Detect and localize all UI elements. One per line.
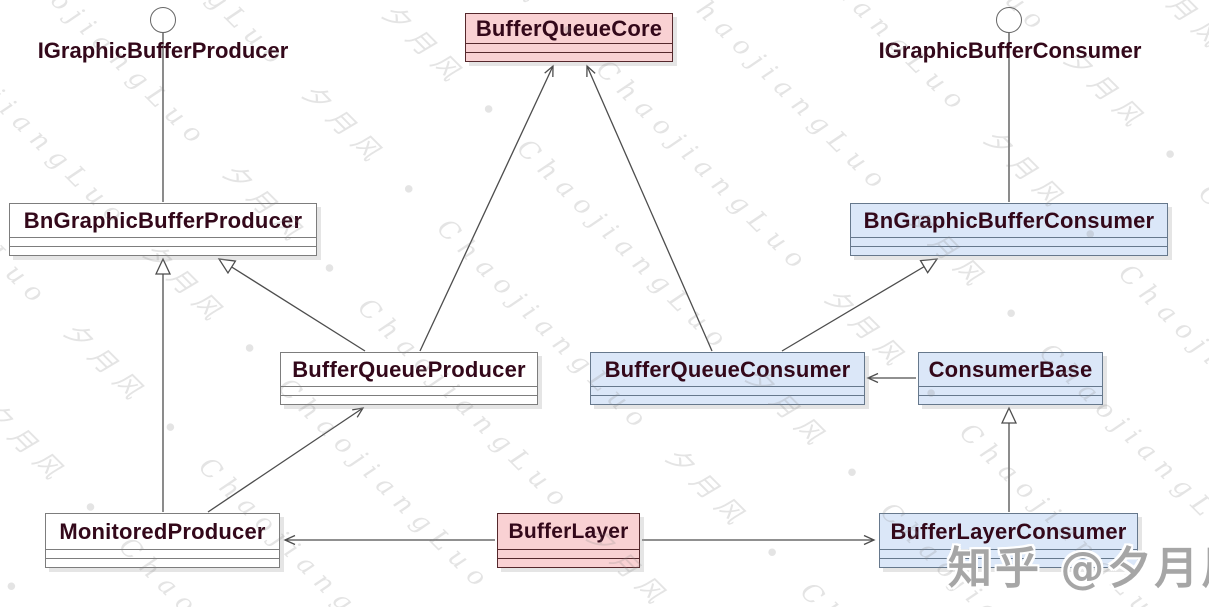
attributes-compartment <box>466 43 672 52</box>
class-name: BufferQueueCore <box>475 15 663 41</box>
edge-bufferqueueconsumer-to-bufferqueuecore <box>586 64 713 352</box>
methods-compartment <box>466 52 672 61</box>
class-name: BufferQueueConsumer <box>604 356 851 382</box>
methods-compartment <box>10 246 316 255</box>
class-name: ConsumerBase <box>928 356 1093 382</box>
interface-lollipop-consumer-icon <box>996 7 1022 33</box>
attributes-compartment <box>880 549 1137 558</box>
attributes-compartment <box>919 386 1102 395</box>
attributes-compartment <box>591 386 864 395</box>
methods-compartment <box>46 558 279 567</box>
class-box-bufferlayerconsumer: BufferLayerConsumer <box>879 513 1138 568</box>
class-box-consumerbase: ConsumerBase <box>918 352 1103 405</box>
class-name: BufferLayer <box>508 519 629 543</box>
attributes-compartment <box>46 549 279 558</box>
interface-label-igraphicbufferconsumer: IGraphicBufferConsumer <box>878 38 1142 63</box>
edge-bufferqueueconsumer-extends-bngraphicbufferconsumer <box>781 259 937 352</box>
methods-compartment <box>498 558 639 567</box>
class-box-bngraphicbufferproducer: BnGraphicBufferProducer <box>9 203 317 256</box>
edge-bufferqueueproducer-extends-bngraphicbufferproducer <box>219 259 366 352</box>
class-name: MonitoredProducer <box>59 518 266 544</box>
methods-compartment <box>591 395 864 404</box>
class-box-monitoredproducer: MonitoredProducer <box>45 513 280 568</box>
class-box-bufferqueueconsumer: BufferQueueConsumer <box>590 352 865 405</box>
class-name: BnGraphicBufferConsumer <box>863 207 1155 233</box>
methods-compartment <box>281 395 537 404</box>
class-name: BnGraphicBufferProducer <box>23 207 303 233</box>
class-box-bngraphicbufferconsumer: BnGraphicBufferConsumer <box>850 203 1168 256</box>
interface-lollipop-producer-icon <box>150 7 176 33</box>
interface-label-igraphicbufferproducer: IGraphicBufferProducer <box>37 38 289 63</box>
class-box-bufferlayer: BufferLayer <box>497 513 640 568</box>
attributes-compartment <box>10 237 316 246</box>
methods-compartment <box>880 558 1137 567</box>
methods-compartment <box>919 395 1102 404</box>
class-name: BufferLayerConsumer <box>890 518 1127 544</box>
attributes-compartment <box>851 237 1167 246</box>
class-box-bufferqueuecore: BufferQueueCore <box>465 13 673 62</box>
edge-bufferqueueproducer-to-bufferqueuecore <box>419 64 554 352</box>
edge-monitoredproducer-to-bufferqueueproducer <box>207 407 365 513</box>
class-box-bufferqueueproducer: BufferQueueProducer <box>280 352 538 405</box>
class-name: BufferQueueProducer <box>292 356 526 382</box>
methods-compartment <box>851 246 1167 255</box>
attributes-compartment <box>281 386 537 395</box>
attributes-compartment <box>498 549 639 558</box>
